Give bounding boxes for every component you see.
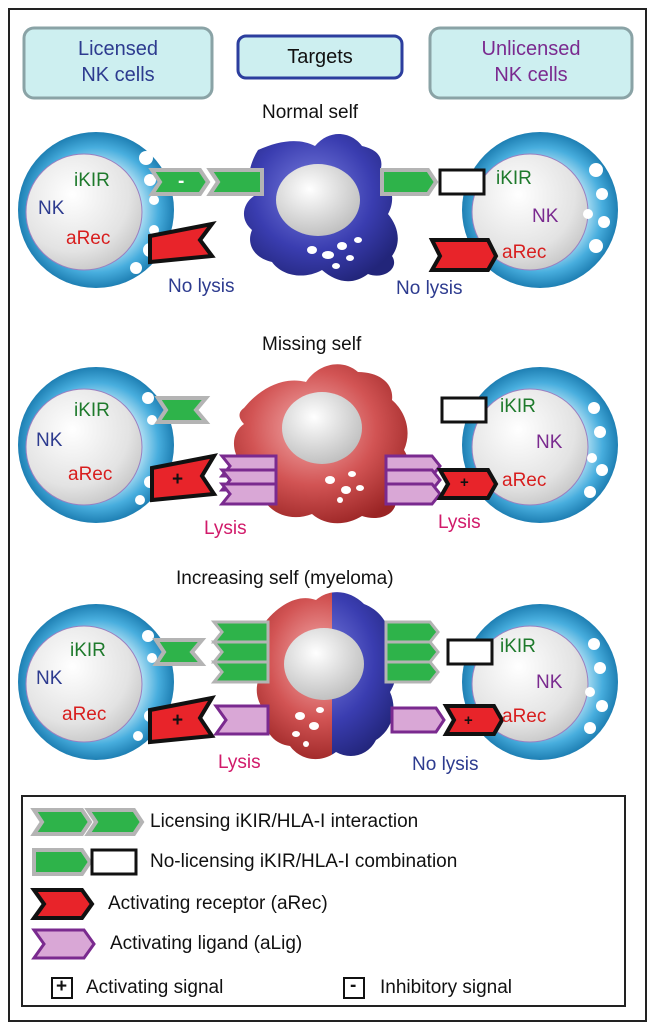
s1-left-arec-label: aRec	[66, 228, 111, 249]
unlicensed-header: Unlicensed NK cells	[481, 38, 581, 86]
left-ikir-receptor	[152, 638, 207, 666]
targets-header: Targets	[287, 46, 353, 68]
legend-activating-ligand-icon	[31, 928, 96, 960]
scenario-missing-self	[18, 364, 618, 524]
s1-right-ikir-label: iKIR	[496, 168, 532, 189]
left-activating-receptor	[148, 695, 217, 745]
s1-left-ikir-label: iKIR	[74, 170, 110, 191]
s2-left-activating-signal: +	[172, 469, 184, 490]
s1-right-nk-label: NK	[532, 206, 559, 227]
legend-minus-symbol: -	[350, 975, 357, 996]
left-ikir-receptor	[148, 168, 211, 196]
legend-activating-receptor-icon	[30, 888, 95, 920]
target-hla-ligand-right	[380, 168, 439, 196]
right-activating-receptor	[428, 238, 499, 272]
left-ikir-receptor	[154, 396, 211, 424]
legend-plus-symbol: +	[56, 976, 68, 997]
legend-activating-signal-label: Activating signal	[86, 977, 224, 998]
licensed-nk-cell	[18, 367, 174, 523]
unlicensed-nk-cell	[462, 367, 618, 523]
target-activating-ligand-right	[390, 706, 446, 734]
s3-left-outcome: Lysis	[218, 752, 261, 773]
s2-left-outcome: Lysis	[204, 518, 247, 539]
licensed-header: Licensed NK cells	[77, 38, 159, 86]
target-hla-ligand	[206, 168, 264, 196]
legend-licensing-hla-icon	[84, 808, 145, 836]
targets-header-box	[236, 34, 404, 80]
s3-right-outcome: No lysis	[412, 754, 479, 775]
legend-inhibitory-signal-label: Inhibitory signal	[380, 977, 513, 998]
licensed-nk-cell	[18, 132, 174, 288]
licensed-nk-cell	[18, 604, 174, 760]
right-ikir-receptor	[446, 638, 494, 666]
legend-no-licensing-ikir-icon	[90, 848, 138, 876]
right-ikir-receptor	[440, 396, 488, 424]
legend-plus-box-icon	[51, 977, 73, 999]
s2-right-nk-label: NK	[536, 432, 563, 453]
target-nucleus	[276, 164, 360, 236]
s2-right-outcome: Lysis	[438, 512, 481, 533]
scenario-title-missing: Missing self	[262, 334, 362, 355]
s2-right-activating-signal: +	[460, 474, 469, 491]
scenario-increasing-self	[18, 592, 618, 760]
s1-left-outcome: No lysis	[168, 276, 235, 297]
s2-right-ikir-label: iKIR	[500, 396, 536, 417]
legend-minus-box-icon	[343, 977, 365, 999]
s3-right-arec-label: aRec	[502, 706, 547, 727]
s1-left-nk-label: NK	[38, 198, 65, 219]
scenario-normal-self	[18, 132, 618, 288]
s2-left-arec-label: aRec	[68, 464, 113, 485]
target-activating-ligand-left	[213, 704, 270, 736]
s3-right-nk-label: NK	[536, 672, 563, 693]
left-activating-receptor	[148, 221, 217, 265]
s3-left-nk-label: NK	[36, 668, 63, 689]
right-activating-receptor	[436, 468, 499, 500]
s1-right-outcome: No lysis	[396, 278, 463, 299]
legend-no-licensing-label: No-licensing iKIR/HLA-I combination	[150, 851, 458, 872]
myeloma-target-cell	[256, 592, 397, 760]
s2-left-nk-label: NK	[36, 430, 63, 451]
unlicensed-nk-cell	[462, 132, 618, 288]
right-ikir-receptor	[438, 168, 486, 196]
unlicensed-header-box	[428, 26, 634, 100]
licensed-header-box	[22, 26, 214, 100]
left-activating-receptor	[150, 453, 219, 503]
scenario-title-normal: Normal self	[262, 102, 359, 123]
s3-right-ikir-label: iKIR	[500, 636, 536, 657]
s3-left-ikir-label: iKIR	[70, 640, 106, 661]
target-hla-ligands-left	[210, 620, 270, 684]
target-granules	[307, 237, 362, 269]
target-nucleus	[282, 392, 362, 464]
legend-activating-receptor-label: Activating receptor (aRec)	[108, 893, 328, 914]
s3-right-activating-signal: +	[464, 712, 473, 729]
s2-left-ikir-label: iKIR	[74, 400, 110, 421]
target-activating-ligands-right	[384, 454, 442, 506]
legend-licensing-label: Licensing iKIR/HLA-I interaction	[150, 811, 419, 832]
s3-left-arec-label: aRec	[62, 704, 107, 725]
target-activating-ligands-left	[218, 454, 278, 506]
target-granules	[325, 471, 364, 503]
scenario-title-increasing: Increasing self (myeloma)	[176, 568, 394, 589]
right-activating-receptor	[442, 704, 505, 736]
s1-inhibitory-signal: -	[178, 171, 185, 192]
s3-left-activating-signal: +	[172, 710, 184, 731]
s2-right-arec-label: aRec	[502, 470, 547, 491]
legend-licensing-ikir-icon	[30, 808, 93, 836]
s1-right-arec-label: aRec	[502, 242, 547, 263]
legend-no-licensing-hla-icon	[32, 848, 93, 876]
target-hla-ligands-right	[384, 620, 440, 684]
legend-activating-ligand-label: Activating ligand (aLig)	[110, 933, 303, 954]
